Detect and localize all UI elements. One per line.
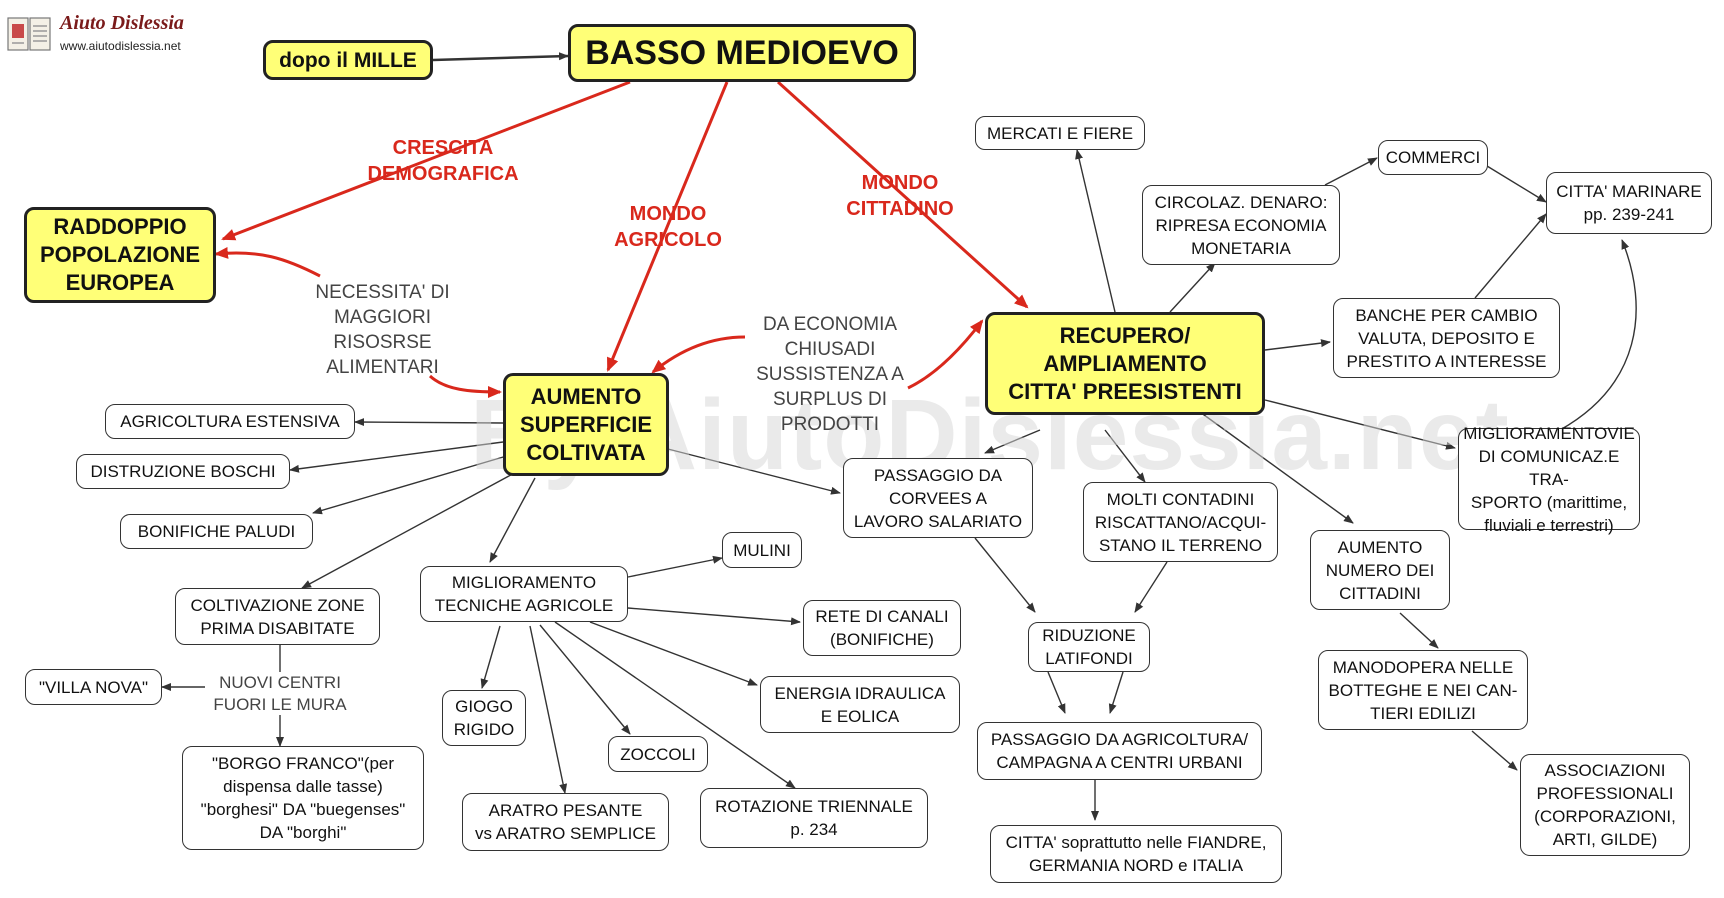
logo-url: www.aiutodislessia.net [60, 39, 181, 53]
node-banche: BANCHE PER CAMBIO VALUTA, DEPOSITO E PRE… [1333, 298, 1560, 378]
node-miglioramento-tecniche: MIGLIORAMENTO TECNICHE AGRICOLE [420, 566, 628, 622]
edge-tec-rotazione [554, 621, 796, 789]
edge-banche-marinare [1474, 213, 1547, 299]
edge-tec-giogo [480, 625, 501, 689]
edge-basso-aumento [606, 81, 729, 372]
edge-tec-canali [627, 607, 801, 626]
edge-vie-marinare [1559, 239, 1637, 431]
label-da-economia: DA ECONOMIA CHIUSADI SUSSISTENZA A SURPL… [756, 314, 904, 435]
edge-riduzione-passaggio-r [1108, 671, 1124, 714]
edge-corvees-riduzione [974, 537, 1036, 613]
node-rete-canali: RETE DI CANALI (BONIFICHE) [803, 600, 961, 656]
node-passaggio-corvees: PASSAGGIO DA CORVEES A LAVORO SALARIATO [843, 458, 1033, 538]
node-giogo-rigido: GIOGO RIGIDO [442, 690, 526, 746]
edge-rec-circolaz [1169, 262, 1216, 313]
node-agricoltura-estensiva: AGRICOLTURA ESTENSIVA [105, 404, 355, 439]
node-manodopera: MANODOPERA NELLE BOTTEGHE E NEI CAN- TIE… [1318, 650, 1528, 730]
node-dopo-il-mille: dopo il MILLE [263, 40, 433, 80]
edge-cittadini-manodopera [1399, 612, 1439, 649]
edge-ag-coltivazione [301, 469, 521, 589]
edge-tec-energia [589, 621, 758, 686]
node-aratro-pesante: ARATRO PESANTE vs ARATRO SEMPLICE [462, 793, 669, 851]
label-mondo-cittadino: MONDO CITTADINO [846, 172, 954, 220]
edge-rec-vie [1264, 399, 1456, 450]
edge-contadini-riduzione [1134, 561, 1168, 613]
edge-ag-estensiva [354, 418, 504, 427]
edge-tec-mulini [627, 555, 723, 578]
edge-tec-aratro [529, 625, 568, 794]
node-recupero-citta: RECUPERO/ AMPLIAMENTO CITTA' PREESISTENT… [985, 312, 1265, 415]
edge-rec-mercati [1075, 149, 1116, 313]
node-molti-contadini: MOLTI CONTADINI RISCATTANO/ACQUI- STANO … [1083, 482, 1278, 562]
edge-basso-raddoppio [221, 80, 631, 241]
logo: Aiuto Dislessia www.aiutodislessia.net [6, 12, 196, 60]
node-miglioramento-vie: MIGLIORAMENTOVIE DI COMUNICAZ.E TRA- SPO… [1458, 424, 1640, 535]
node-zoccoli: ZOCCOLI [608, 736, 708, 772]
node-riduzione-latifondi: RIDUZIONE LATIFONDI [1028, 622, 1150, 672]
node-raddoppio-popolazione: RADDOPPIO POPOLAZIONE EUROPEA [24, 207, 216, 303]
edge-basso-recupero [776, 80, 1029, 309]
edge-manodopera-assoc [1471, 730, 1518, 771]
edge-rec-cittadini [1199, 411, 1354, 524]
node-coltivazione-zone: COLTIVAZIONE ZONE PRIMA DISABITATE [175, 588, 380, 645]
edge-ag-corvees [663, 447, 841, 495]
edge-mille-basso [432, 52, 569, 62]
node-associazioni: ASSOCIAZIONI PROFESSIONALI (CORPORAZIONI… [1520, 754, 1690, 856]
edge-circ-commerci [1324, 157, 1378, 186]
node-rotazione-triennale: ROTAZIONE TRIENNALE p. 234 [700, 788, 928, 848]
edge-rec-corvees [984, 429, 1041, 454]
node-mulini: MULINI [722, 532, 802, 568]
logo-title: Aiuto Dislessia [60, 12, 184, 34]
label-nuovi-centri: NUOVI CENTRI FUORI LE MURA [213, 673, 347, 714]
edge-commerci-marinare [1486, 165, 1547, 203]
label-mondo-agricolo: MONDO AGRICOLO [614, 203, 722, 251]
edge-rec-contadini [1104, 429, 1146, 483]
edge-ag-bonifiche [312, 454, 511, 515]
node-villa-nova: "VILLA NOVA" [25, 669, 162, 705]
edge-necessita [214, 246, 321, 278]
node-citta-marinare: CITTA' MARINARE pp. 239-241 [1546, 172, 1712, 234]
edge-economia-aumento [651, 335, 746, 374]
node-borgo-franco: "BORGO FRANCO"(per dispensa dalle tasse)… [182, 746, 424, 850]
edge-economia-recupero [907, 319, 984, 390]
node-distruzione-boschi: DISTRUZIONE BOSCHI [76, 454, 290, 489]
label-crescita-demografica: CRESCITA DEMOGRAFICA [367, 137, 519, 185]
node-mercati-fiere: MERCATI E FIERE [975, 116, 1145, 150]
label-necessita: NECESSITA' DI MAGGIORI RISOSRSE ALIMENTA… [315, 282, 450, 378]
edge-necessita-aumento [428, 374, 502, 398]
node-aumento-superficie: AUMENTO SUPERFICIE COLTIVATA [503, 373, 669, 476]
edge-rec-banche [1264, 339, 1331, 351]
edge-tec-zoccoli [539, 624, 631, 735]
edge-riduzione-passaggio-l [1047, 671, 1066, 714]
node-energia-idraulica: ENERGIA IDRAULICA E EOLICA [760, 676, 960, 733]
node-bonifiche-paludi: BONIFICHE PALUDI [120, 514, 313, 549]
node-circolazione-denaro: CIRCOLAZ. DENARO: RIPRESA ECONOMIA MONET… [1142, 185, 1340, 265]
node-passaggio-agricoltura: PASSAGGIO DA AGRICOLTURA/ CAMPAGNA A CEN… [977, 722, 1262, 780]
edge-ag-tecniche [489, 477, 536, 563]
edge-ag-boschi [289, 441, 504, 473]
node-commerci: COMMERCI [1378, 140, 1488, 175]
book-icon [7, 17, 51, 51]
node-aumento-cittadini: AUMENTO NUMERO DEI CITTADINI [1310, 530, 1450, 610]
node-citta-fiandre: CITTA' soprattutto nelle FIANDRE, GERMAN… [990, 825, 1282, 883]
node-basso-medioevo: BASSO MEDIOEVO [568, 24, 916, 82]
